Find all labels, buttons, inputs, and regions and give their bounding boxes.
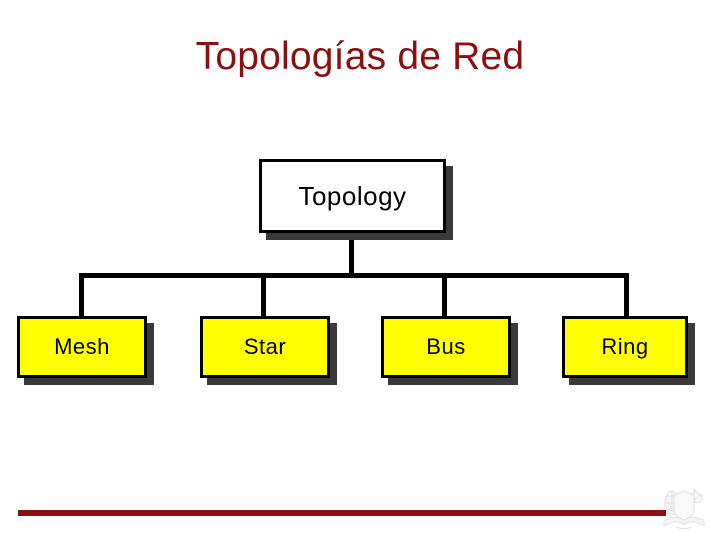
network-topology-tree-diagram: Topology Mesh Star Bus Ring — [17, 159, 688, 378]
node-topology-label: Topology — [298, 180, 407, 211]
node-bus[interactable]: Bus — [381, 316, 511, 378]
connector-drop-star — [261, 273, 266, 318]
node-star-label: Star — [243, 334, 287, 359]
node-mesh[interactable]: Mesh — [17, 316, 147, 378]
connector-drop-ring — [624, 273, 629, 318]
connector-drop-bus — [442, 273, 447, 318]
institutional-crest-watermark-icon — [658, 483, 710, 535]
connector-root-stem — [349, 232, 354, 278]
connector-horizontal-bus — [79, 273, 629, 278]
page-title: Topologías de Red — [195, 35, 525, 78]
footer-divider-rule — [18, 510, 666, 516]
node-mesh-label: Mesh — [54, 334, 110, 359]
node-star[interactable]: Star — [200, 316, 330, 378]
node-topology[interactable]: Topology — [259, 159, 446, 233]
node-ring[interactable]: Ring — [562, 316, 688, 378]
connector-drop-mesh — [79, 273, 84, 318]
node-bus-label: Bus — [426, 334, 466, 359]
node-ring-label: Ring — [601, 334, 649, 359]
